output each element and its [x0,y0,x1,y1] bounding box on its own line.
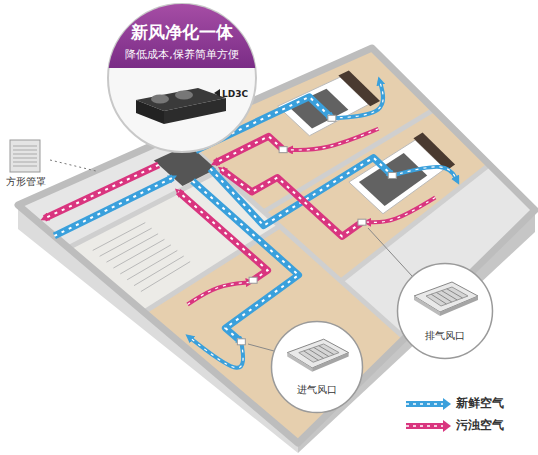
air-duct [210,158,392,226]
vent-shape [396,262,494,360]
legend-row: 污浊空气 [404,418,534,434]
duct-stripe [193,181,299,342]
ceiling-vent [328,115,336,121]
ceiling-vent [279,147,287,153]
legend-sample [404,397,452,411]
air-duct [367,197,435,222]
duct-stripe [210,158,392,226]
air-duct [332,81,383,119]
ceiling-vent [358,219,366,225]
air-duct [288,129,378,150]
outer-wall-top [18,48,535,443]
inset-label: 排气风口 [425,330,465,342]
duct-stripe [189,337,243,368]
partition-wall [341,165,489,281]
inset-label: 进气风口 [297,384,337,396]
stair-step [134,256,184,286]
callout-subtitle: 降低成本,保养简单方便 [125,48,238,61]
duct-stripe [332,81,383,119]
duct-stripe [392,167,457,181]
air-duct [392,167,457,181]
leader-line [50,160,96,171]
vent-inset: 进气风口 [270,320,364,414]
bed-head [413,133,455,171]
hood-inset: 方形管罩 [2,138,50,192]
leader-line [368,228,412,276]
legend-text: 污浊空气 [456,418,504,432]
ceiling-vent [237,339,245,345]
air-duct [45,165,159,219]
air-duct [189,337,243,368]
callout-title: 新风净化一体 [131,22,233,42]
bed-head [338,71,380,107]
duct-stripe [45,165,159,219]
air-duct [193,181,299,342]
duct-stripe [367,197,435,222]
duct-stripe [288,129,378,150]
floor [18,48,535,443]
duct-stripe [188,282,251,304]
legend-sample [404,419,452,433]
leader-line [248,344,274,351]
ceiling-vent [388,172,396,178]
air-duct [178,192,267,281]
air-duct [188,282,251,304]
model-number: LD3C [222,89,248,100]
air-duct [215,136,283,163]
legend-row: 新鲜空气 [404,396,534,412]
part-label: 方形管罩 [6,176,46,188]
ceiling-vent [249,277,257,283]
partition-wall [264,110,434,212]
duct-stripe [215,136,283,163]
duct-stripe [178,192,267,281]
callout-inset: 新风净化一体降低成本,保养简单方便 [106,2,258,154]
vent-shape [270,320,364,414]
legend-text: 新鲜空气 [456,396,504,410]
vent-inset: 排气风口 [396,262,494,360]
